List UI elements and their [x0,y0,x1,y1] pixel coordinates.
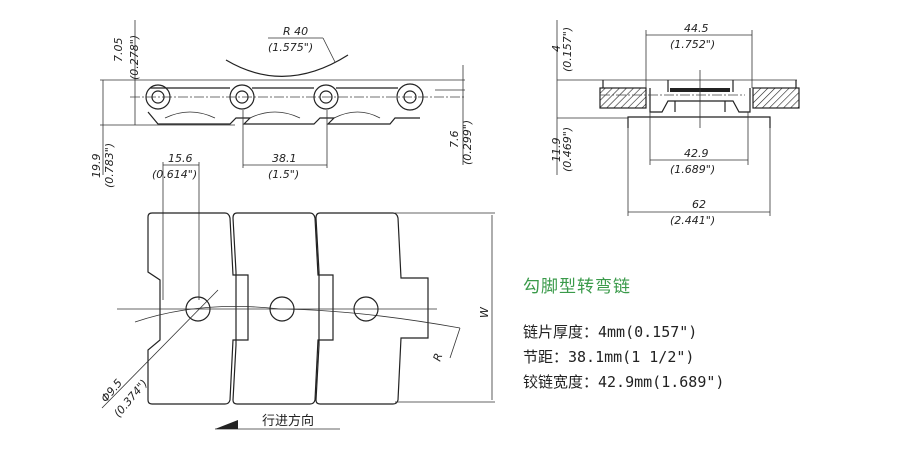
dim-depth: 11.9 [550,138,563,163]
spec-hinge-width: 铰链宽度：42.9mm(1.689") [523,373,725,391]
dim-thickness: 4 [550,45,563,52]
dim-tab: 15.6 [168,152,193,165]
dim-total-height: 19.9 [90,154,103,179]
section-view: 44.5 (1.752") 4 (0.157") 11.9 (0.469") 4… [550,20,800,227]
product-title: 勾脚型转弯链 [523,277,631,297]
side-view: R 40 (1.575") 7.05 (0.278") 19.9 (0.783"… [90,20,474,300]
dim-hinge-in: (1.689") [670,163,715,176]
dim-radius-in: (1.575") [268,41,313,54]
dim-thickness-in: (0.157") [561,27,574,72]
chain-pins [145,83,424,111]
dim-total-height-in: (0.783") [103,143,116,188]
plan-view: W R Φ9.5 (0.374") 行进方向 [98,212,495,430]
dim-height-top-in: (0.278") [128,35,141,80]
dim-pitch: 38.1 [272,152,297,165]
pin-holes [185,296,379,322]
dim-depth-in: (0.469") [561,127,574,172]
dim-height-top: 7.05 [112,38,125,63]
direction-arrow-icon [215,420,238,429]
dim-tab-in: (0.614") [152,168,197,181]
dim-radius-mark: R [431,351,446,363]
spec-pitch: 节距：38.1mm(1 1/2") [523,348,695,366]
dim-radius: R 40 [283,25,308,38]
radius-arc [225,54,349,77]
dim-width: W [478,306,491,318]
dim-bottom-in: (2.441") [670,214,715,227]
dim-hinge: 42.9 [684,147,709,160]
dim-lower-in: (0.299") [461,120,474,165]
direction-label: 行进方向 [262,413,314,429]
dim-top-width-in: (1.752") [670,38,715,51]
dim-pitch-in: (1.5") [268,168,299,181]
spec-thickness: 链片厚度：4mm(0.157") [523,323,698,341]
dim-lower: 7.6 [448,131,461,149]
dim-bottom: 62 [692,198,706,211]
dim-top-width: 44.5 [684,22,709,35]
